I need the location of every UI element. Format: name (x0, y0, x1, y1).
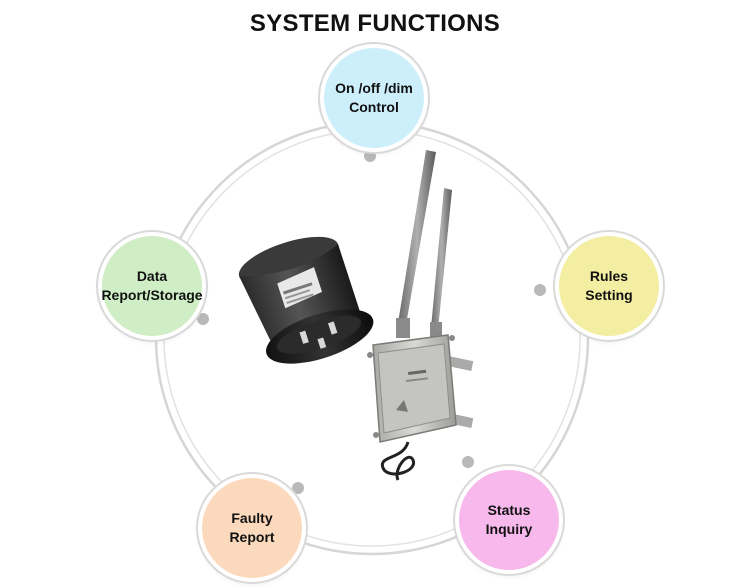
node-faulty-report: Faulty Report (202, 478, 302, 578)
node-label: Data Report/Storage (101, 268, 203, 303)
controller-device-image (238, 236, 374, 364)
page-title: SYSTEM FUNCTIONS (249, 10, 501, 37)
node-label: Status Inquiry (485, 502, 533, 537)
connector-dot (292, 482, 304, 494)
node-label: Rules Setting (585, 268, 633, 303)
connector-dot (197, 313, 209, 325)
connector-dot (462, 456, 474, 468)
node-status-inquiry: Status Inquiry (459, 470, 559, 570)
connector-dot (364, 150, 376, 162)
node-label: Faulty Report (229, 510, 275, 545)
node-label: On /off /dim Control (335, 80, 413, 115)
node-rules-setting: Rules Setting (559, 236, 659, 336)
gateway-device-image (367, 150, 474, 481)
node-on-off-dim-control: On /off /dim Control (324, 48, 424, 148)
node-data-report-storage: Data Report/Storage (101, 236, 203, 336)
connector-dot (534, 284, 546, 296)
